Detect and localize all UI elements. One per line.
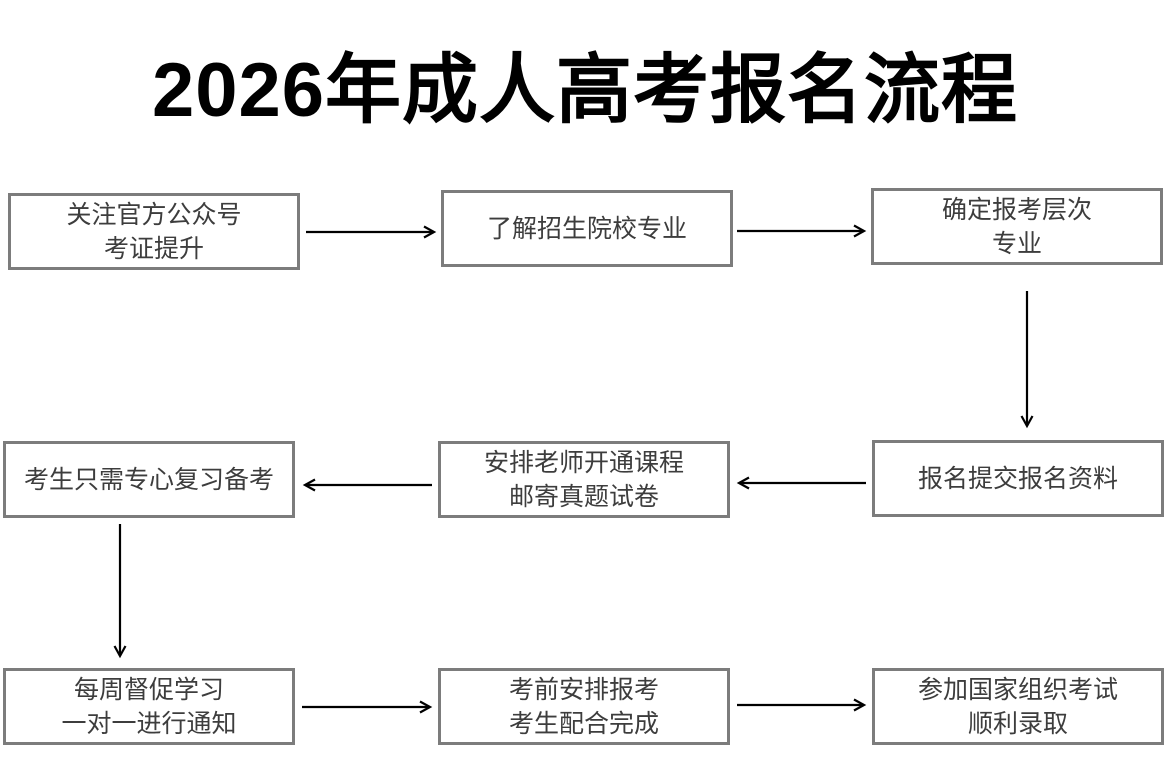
- flow-step-5-line-2: 邮寄真题试卷: [508, 482, 659, 511]
- flow-step-4-line-1: 报名提交报名资料: [917, 464, 1118, 493]
- flow-step-9: 参加国家组织考试 顺利录取: [872, 668, 1164, 745]
- flow-step-6-line-1: 考生只需专心复习备考: [23, 465, 274, 494]
- flow-step-1-line-1: 关注官方公众号: [66, 200, 242, 229]
- flow-step-7-line-2: 一对一进行通知: [61, 709, 237, 738]
- flow-step-4: 报名提交报名资料: [872, 440, 1164, 517]
- flow-step-9-line-2: 顺利录取: [967, 709, 1068, 738]
- flow-step-3-line-2: 专业: [991, 229, 1042, 258]
- flow-step-3: 确定报考层次 专业: [871, 188, 1163, 265]
- flow-step-8-line-1: 考前安排报考: [508, 675, 659, 704]
- flow-step-5: 安排老师开通课程 邮寄真题试卷: [438, 441, 730, 518]
- flow-step-5-line-1: 安排老师开通课程: [483, 448, 684, 477]
- flow-step-8: 考前安排报考 考生配合完成: [438, 668, 730, 745]
- page-title: 2026年成人高考报名流程: [151, 48, 1019, 133]
- flow-step-6: 考生只需专心复习备考: [3, 441, 295, 518]
- flow-step-1: 关注官方公众号 考证提升: [8, 193, 300, 270]
- flow-step-1-line-2: 考证提升: [103, 234, 204, 263]
- flow-step-2: 了解招生院校专业: [441, 190, 733, 267]
- flow-step-8-line-2: 考生配合完成: [508, 709, 659, 738]
- flow-step-7-line-1: 每周督促学习: [73, 675, 224, 704]
- flow-step-7: 每周督促学习 一对一进行通知: [3, 668, 295, 745]
- flow-step-2-line-1: 了解招生院校专业: [486, 214, 687, 243]
- flow-step-9-line-1: 参加国家组织考试: [917, 675, 1118, 704]
- flow-step-3-line-1: 确定报考层次: [941, 195, 1092, 224]
